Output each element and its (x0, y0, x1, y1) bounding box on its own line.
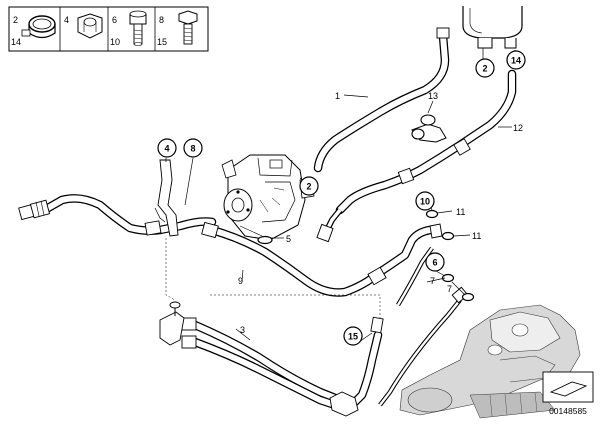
steering-gear (399, 304, 581, 419)
nut-icon (77, 13, 103, 39)
hose-bracket-13 (411, 114, 447, 143)
legend-num-10: 10 (110, 37, 120, 47)
label-11b: 11 (472, 231, 481, 241)
mounting-bracket-4 (154, 159, 179, 237)
pressure-hose-9 (201, 221, 443, 297)
label-3: 3 (240, 325, 245, 335)
label-7a: 7 (430, 276, 435, 286)
legend-num-4: 4 (64, 15, 69, 25)
return-hose-12 (316, 69, 517, 243)
callout-8[interactable]: 8 (183, 138, 203, 158)
legend-num-2: 2 (13, 15, 18, 25)
label-12: 12 (513, 123, 523, 133)
diagram-id-text: 00148585 (549, 406, 587, 416)
callout-8-text: 8 (190, 144, 195, 154)
callout-2-pump-text: 2 (306, 182, 311, 192)
label-7b: 7 (447, 284, 452, 294)
power-steering-pump (221, 154, 315, 241)
callout-15[interactable]: 15 (343, 326, 363, 346)
callout-15-text: 15 (348, 332, 358, 342)
callout-4[interactable]: 4 (157, 138, 177, 158)
hose-clamp-icon (21, 15, 56, 39)
label-1: 1 (335, 91, 340, 101)
arrow-shape-icon (549, 381, 588, 397)
fluid-reservoir (462, 6, 523, 49)
legend-num-8: 8 (159, 15, 164, 25)
callout-2-pump[interactable]: 2 (299, 176, 319, 196)
hex-bolt-icon (178, 10, 198, 45)
callout-10[interactable]: 10 (415, 191, 435, 211)
callout-14[interactable]: 14 (506, 50, 526, 70)
parts-legend-box: 2 14 4 6 10 8 15 (8, 6, 209, 52)
legend-num-14: 14 (11, 37, 21, 47)
hose-end-fitting-left (18, 199, 51, 221)
feed-line-15 (329, 246, 469, 417)
callout-14-text: 14 (511, 56, 521, 66)
label-5: 5 (286, 234, 291, 244)
label-13: 13 (428, 91, 438, 101)
label-11a: 11 (456, 207, 465, 217)
suction-hose-1 (313, 27, 450, 173)
legend-num-15: 15 (157, 37, 167, 47)
washer-5 (257, 235, 273, 245)
banjo-bolt-icon (129, 10, 147, 46)
callout-2-reservoir-text: 2 (482, 64, 487, 74)
label-9: 9 (238, 276, 243, 286)
callout-4-text: 4 (164, 144, 169, 154)
callout-10-text: 10 (420, 197, 430, 207)
cooler-hose-3 (159, 301, 345, 410)
legend-num-6: 6 (112, 15, 117, 25)
sealing-washers (425, 209, 475, 302)
diagram-id-box: 00148585 (542, 371, 594, 416)
callout-6[interactable]: 6 (425, 252, 445, 272)
pressure-hose-left (18, 194, 217, 236)
callout-2-reservoir[interactable]: 2 (475, 58, 495, 78)
callout-6-text: 6 (432, 258, 437, 268)
